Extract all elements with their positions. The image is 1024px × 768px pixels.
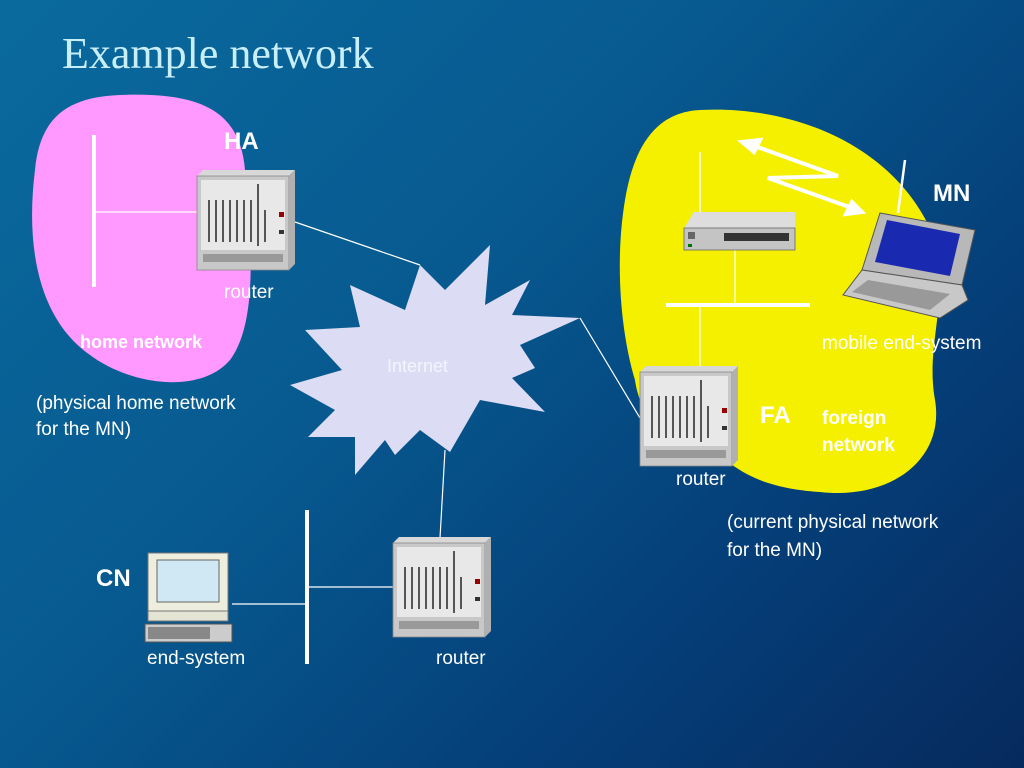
access-point-icon xyxy=(683,212,796,251)
links xyxy=(92,135,907,664)
foreign-router-icon xyxy=(639,365,739,467)
cn-label: CN xyxy=(96,565,131,592)
internet-label: Internet xyxy=(387,356,449,376)
end-system-label: end-system xyxy=(147,648,246,669)
home-network-desc-1: (physical home network xyxy=(36,393,236,414)
home-network-label: home network xyxy=(80,332,203,352)
cn-router-icon xyxy=(392,536,492,638)
laptop-icon xyxy=(842,212,976,319)
foreign-network-desc-2: for the MN) xyxy=(727,540,823,561)
cn-router-label: router xyxy=(436,648,486,669)
wireless-link-icon xyxy=(737,137,867,217)
mobile-end-system-label: mobile end-system xyxy=(822,333,982,354)
home-router-icon xyxy=(196,169,296,271)
home-network-desc-2: for the MN) xyxy=(36,419,132,440)
ha-label: HA xyxy=(224,128,259,155)
fa-label: FA xyxy=(760,402,791,429)
slide-title: Example network xyxy=(62,29,374,78)
foreign-network-desc-1: (current physical network xyxy=(727,512,939,533)
foreign-network-label-2: network xyxy=(822,435,895,456)
foreign-router-label: router xyxy=(676,469,726,490)
home-router-label: router xyxy=(224,282,274,303)
foreign-network-label-1: foreign xyxy=(822,408,887,429)
desktop-computer-icon xyxy=(144,552,233,643)
home-network-area xyxy=(32,94,251,383)
internet-cloud xyxy=(290,245,580,475)
mn-label: MN xyxy=(933,180,971,207)
